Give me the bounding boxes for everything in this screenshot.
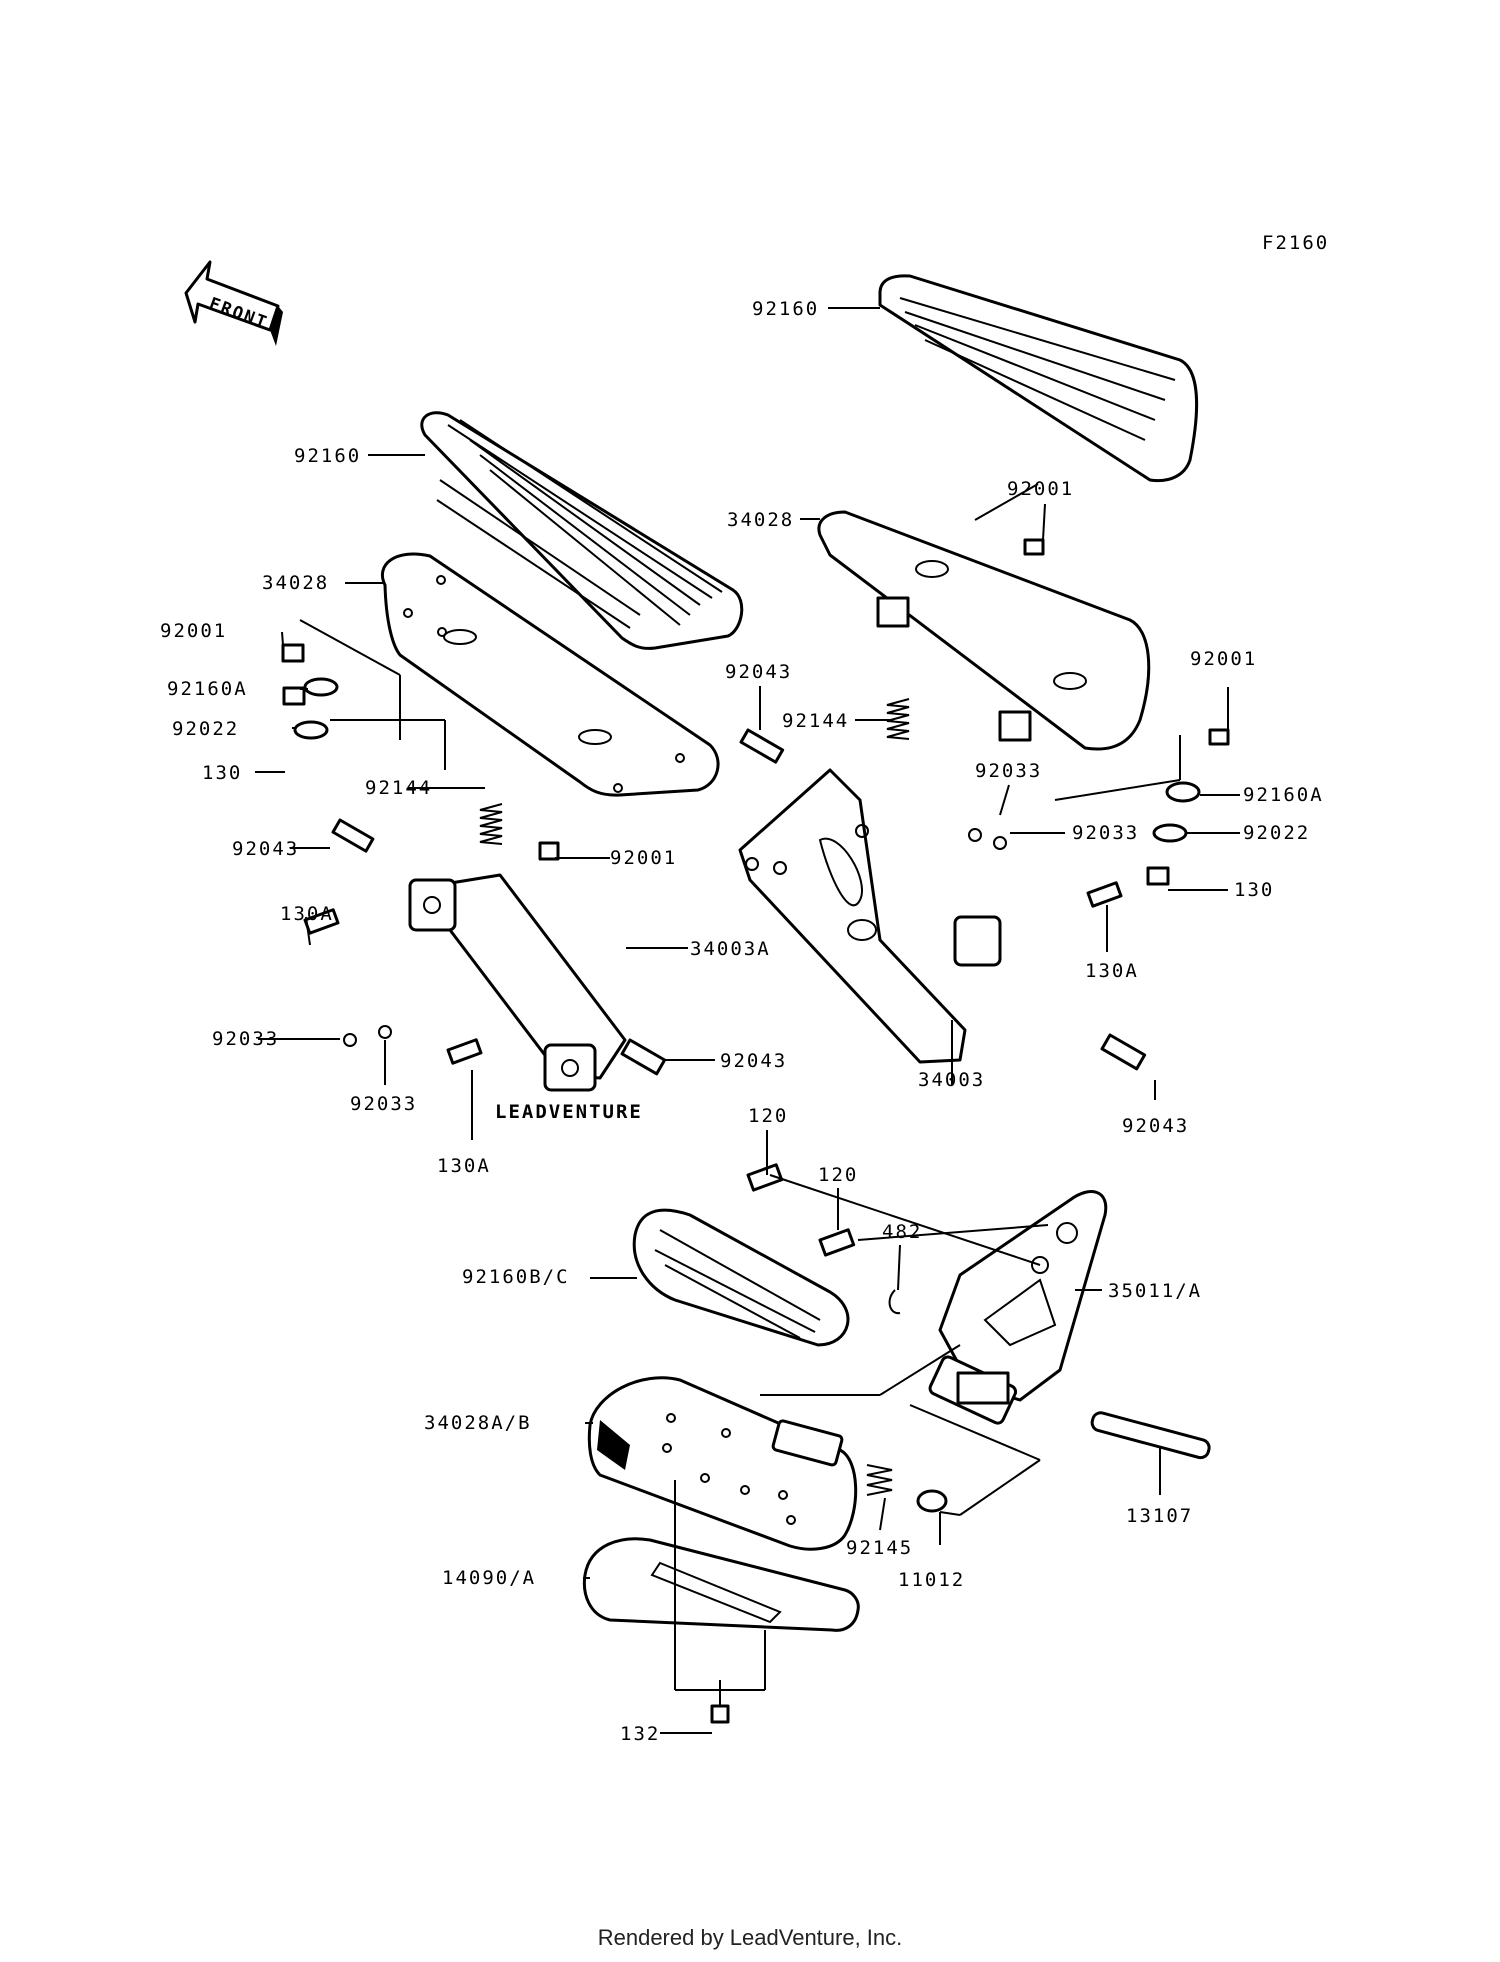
part-label: 92160B/C — [462, 1266, 570, 1288]
part-label: 130A — [437, 1155, 491, 1177]
part-label: 34028A/B — [424, 1412, 532, 1434]
part-label: 92022 — [1243, 822, 1310, 844]
part-label: 92022 — [172, 718, 239, 740]
lower-small-parts — [710, 1163, 1211, 1724]
part-label: 130A — [280, 903, 334, 925]
part-label: 92144 — [365, 777, 432, 799]
part-label: 92145 — [846, 1537, 913, 1559]
right-floorboard-pad — [878, 274, 1198, 483]
lower-pad-92160bc — [632, 1208, 850, 1347]
part-label: 92160 — [294, 445, 361, 467]
footer-credit: Rendered by LeadVenture, Inc. — [597, 1925, 903, 1950]
part-label: 92001 — [610, 847, 677, 869]
part-label: 35011/A — [1108, 1280, 1202, 1302]
part-label: 92144 — [782, 710, 849, 732]
right-spring-92144 — [886, 698, 910, 740]
part-label: 120 — [818, 1164, 858, 1186]
left-leader-lines — [255, 454, 715, 1140]
part-label: 120 — [748, 1105, 788, 1127]
left-floorboard-pad — [420, 411, 744, 650]
front-arrow-icon: FRONT — [184, 260, 283, 346]
lower-footrest-bracket-35011 — [928, 1190, 1108, 1425]
part-label: 92033 — [975, 760, 1042, 782]
lower-leader-lines — [583, 1130, 1161, 1734]
left-bracket-34003a — [408, 873, 627, 1092]
left-floorboard-base — [380, 552, 720, 797]
part-label: 13107 — [1126, 1505, 1193, 1527]
right-bracket-34003 — [738, 768, 1002, 1064]
part-label: 14090/A — [442, 1567, 536, 1589]
part-label: 34003 — [918, 1069, 985, 1091]
part-label: 92160 — [752, 298, 819, 320]
part-label: 92001 — [1190, 648, 1257, 670]
part-label: 92033 — [212, 1028, 279, 1050]
left-pins-and-bolts — [281, 643, 667, 1076]
lower-board-34028ab — [587, 1376, 858, 1551]
part-label: 92001 — [1007, 478, 1074, 500]
part-label: 130 — [202, 762, 242, 784]
part-label: 92043 — [720, 1050, 787, 1072]
part-label: 130 — [1234, 879, 1274, 901]
part-labels: 92160 92160 34028 92001 92160A 92022 130… — [160, 298, 1324, 1745]
part-label: 34003A — [690, 938, 771, 960]
part-label: 92001 — [160, 620, 227, 642]
diagram-code: F2160 — [1262, 232, 1329, 254]
part-label: 92043 — [725, 661, 792, 683]
left-spring-92144 — [479, 803, 503, 845]
part-label: 482 — [882, 1221, 922, 1243]
part-label: 92033 — [1072, 822, 1139, 844]
part-label: 130A — [1085, 960, 1139, 982]
right-leader-lines — [759, 307, 1240, 1100]
part-label: 92160A — [167, 678, 248, 700]
part-label: 11012 — [898, 1569, 965, 1591]
part-label: 34028 — [727, 509, 794, 531]
watermark: LEADVENTURE — [495, 1101, 643, 1123]
lower-cover-14090a — [582, 1537, 860, 1632]
part-label: 92160A — [1243, 784, 1324, 806]
right-pins-and-bolts — [739, 538, 1230, 1071]
part-label: 92033 — [350, 1093, 417, 1115]
right-floorboard-base — [817, 510, 1151, 751]
part-label: 132 — [620, 1723, 660, 1745]
part-label: 34028 — [262, 572, 329, 594]
part-label: 92043 — [1122, 1115, 1189, 1137]
part-label: 92043 — [232, 838, 299, 860]
